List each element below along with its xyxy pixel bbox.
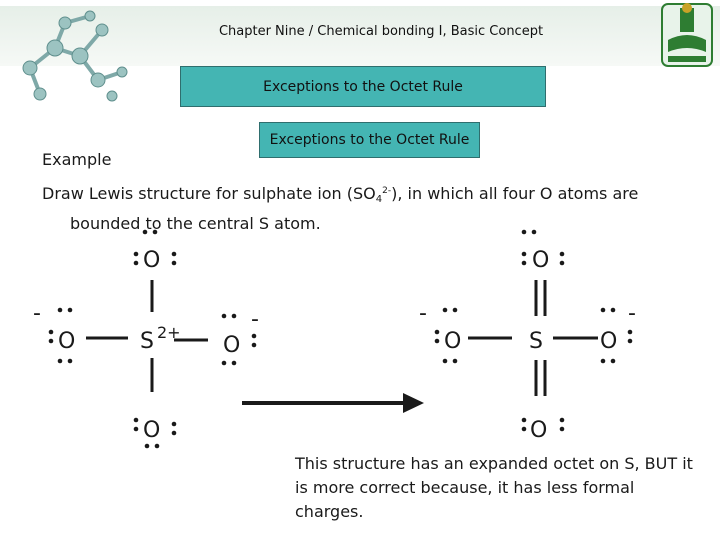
left-minus-right: - xyxy=(251,307,259,332)
section-title-box: Exceptions to the Octet Rule xyxy=(259,122,480,158)
right-bottom-oxygen: O xyxy=(530,418,547,443)
right-minus-left: - xyxy=(419,301,427,326)
molecule-model-icon xyxy=(22,10,128,102)
slide-title-box: Exceptions to the Octet Rule xyxy=(180,66,546,107)
lewis-structures-diagram: O - O S 2+ O - O O xyxy=(33,229,636,449)
right-right-oxygen: O xyxy=(600,329,617,354)
university-logo-icon xyxy=(661,3,713,67)
problem-subscript: 4 xyxy=(375,194,383,205)
left-left-oxygen: O xyxy=(58,329,75,354)
problem-text-3: bounded to the central S atom. xyxy=(70,214,321,233)
right-top-oxygen: O xyxy=(532,248,549,273)
right-left-oxygen: O xyxy=(444,329,461,354)
left-right-oxygen: O xyxy=(223,333,240,358)
problem-text-2: ), in which all four O atoms are xyxy=(391,184,639,203)
chapter-title: Chapter Nine / Chemical bonding I, Basic… xyxy=(218,24,544,39)
right-minus-right: - xyxy=(628,301,636,326)
problem-text-1: Draw Lewis structure for sulphate ion (S… xyxy=(42,184,376,203)
left-sulfur-charge: 2+ xyxy=(157,323,181,342)
left-top-oxygen: O xyxy=(143,248,160,273)
header-band xyxy=(0,6,720,66)
right-center-sulfur: S xyxy=(529,329,543,354)
left-bottom-oxygen: O xyxy=(143,418,160,443)
conclusion-note: This structure has an expanded octet on … xyxy=(295,454,693,521)
left-center-sulfur: S xyxy=(140,329,154,354)
problem-statement: Draw Lewis structure for sulphate ion (S… xyxy=(42,179,682,236)
problem-superscript: 2- xyxy=(382,186,392,196)
example-label: Example xyxy=(42,150,112,169)
left-minus-left: - xyxy=(33,301,41,326)
